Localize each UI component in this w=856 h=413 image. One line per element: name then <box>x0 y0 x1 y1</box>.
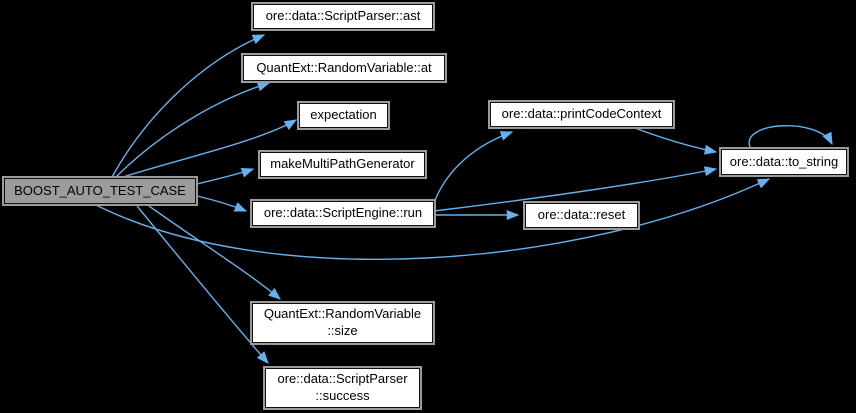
edge-run-to-printcodecontext <box>433 131 514 204</box>
node-to-string[interactable]: ore::data::to_string <box>719 147 849 177</box>
node-reset[interactable]: ore::data::reset <box>523 201 640 230</box>
node-randomvariable-size[interactable]: QuantExt::RandomVariable ::size <box>250 301 435 345</box>
edge-tostring-self-loop <box>748 124 833 150</box>
node-scriptengine-run[interactable]: ore::data::ScriptEngine::run <box>250 199 436 228</box>
node-scriptparser-ast[interactable]: ore::data::ScriptParser::ast <box>251 2 435 31</box>
node-makemultipathgenerator[interactable]: makeMultiPathGenerator <box>258 150 427 179</box>
node-printcodecontext[interactable]: ore::data::printCodeContext <box>488 100 675 129</box>
node-randomvariable-at[interactable]: QuantExt::RandomVariable::at <box>241 53 447 83</box>
node-scriptparser-success[interactable]: ore::data::ScriptParser ::success <box>263 366 422 410</box>
edge-root-to-tostring <box>95 178 771 260</box>
edge-root-to-run <box>196 195 248 212</box>
edge-run-to-tostring <box>433 166 718 212</box>
edge-root-to-at <box>115 81 271 178</box>
edge-root-to-expectation <box>119 119 298 179</box>
edge-root-to-ast <box>111 34 266 178</box>
edge-root-to-success <box>136 205 269 364</box>
node-boost-auto-test-case: BOOST_AUTO_TEST_CASE <box>2 176 198 206</box>
edge-printcodecontext-to-tostring <box>634 127 718 155</box>
node-expectation[interactable]: expectation <box>297 101 390 130</box>
edge-root-to-size <box>148 205 281 300</box>
edge-root-to-makemultipathgenerator <box>196 168 255 185</box>
